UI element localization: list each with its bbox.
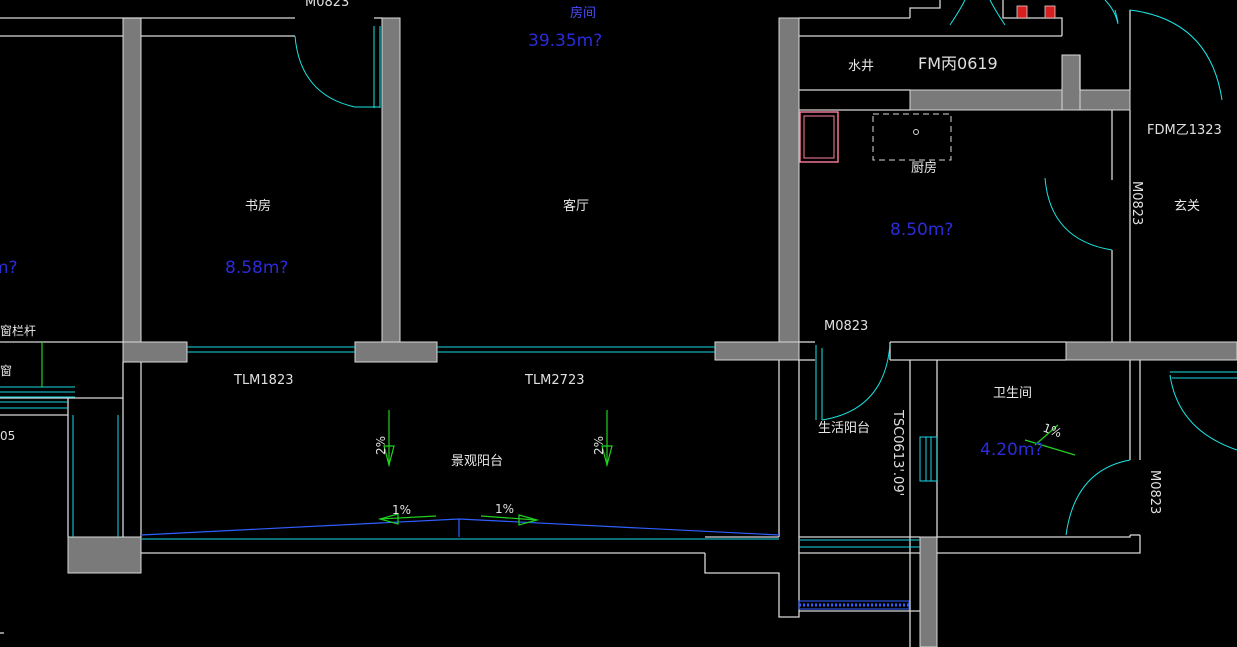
kitchen-label: 厨房 — [911, 160, 937, 176]
entry-side-door-tag: M0823 — [1129, 181, 1144, 225]
side-window-tag: TSC0613'.09' — [890, 409, 905, 496]
top-door-tag: M0823 — [305, 0, 349, 10]
windows — [0, 9, 1237, 548]
study-slide-tag: TLM1823 — [233, 373, 293, 388]
railing-label: 窗栏杆 — [0, 323, 36, 338]
entrance-label: 玄关 — [1174, 199, 1200, 214]
slope-label-3: 1% — [392, 503, 411, 517]
slope-label-1: 2% — [374, 436, 388, 455]
labels: 房间 39.35m? 书房 8.58m? 客厅 水井 FM丙0619 厨房 8.… — [0, 0, 1222, 517]
window-label: 窗 — [0, 364, 12, 378]
study-area: 8.58m? — [225, 258, 288, 278]
viewing-balcony-label: 景观阳台 — [451, 454, 503, 469]
room-area: 39.35m? — [528, 31, 602, 51]
fire-door-tag: FM丙0619 — [918, 54, 998, 73]
hatched-strip — [798, 600, 910, 610]
entry-door-tag: FDM乙1323 — [1147, 123, 1222, 138]
kitchen-area: 8.50m? — [890, 220, 953, 240]
bathroom-area: 4.20m? — [980, 440, 1043, 460]
bath-door-tag: M0823 — [1147, 470, 1162, 514]
water-well-label: 水井 — [848, 59, 874, 74]
slope-label-5: 1% — [1041, 421, 1064, 441]
utility-balcony-label: 生活阳台 — [818, 421, 870, 436]
balcony-slope — [140, 518, 780, 537]
left-tag-fragment: 05 — [0, 429, 15, 443]
kitchen-fixtures — [799, 111, 952, 163]
door-swings — [294, 0, 1237, 536]
mid-door-tag: M0823 — [824, 319, 868, 334]
left-area-fragment: m? — [0, 258, 18, 278]
bathroom-label: 卫生间 — [993, 386, 1032, 401]
study-label: 书房 — [245, 198, 271, 214]
slope-label-2: 2% — [592, 436, 606, 455]
living-slide-tag: TLM2723 — [524, 373, 584, 388]
stair-hatch — [1016, 5, 1056, 19]
wall-fills — [67, 17, 1237, 647]
living-label: 客厅 — [563, 198, 589, 214]
slope-arrows — [377, 410, 1076, 526]
slope-label-4: 1% — [495, 502, 514, 516]
wall-lines — [0, 0, 1141, 647]
room-label: 房间 — [570, 5, 596, 21]
